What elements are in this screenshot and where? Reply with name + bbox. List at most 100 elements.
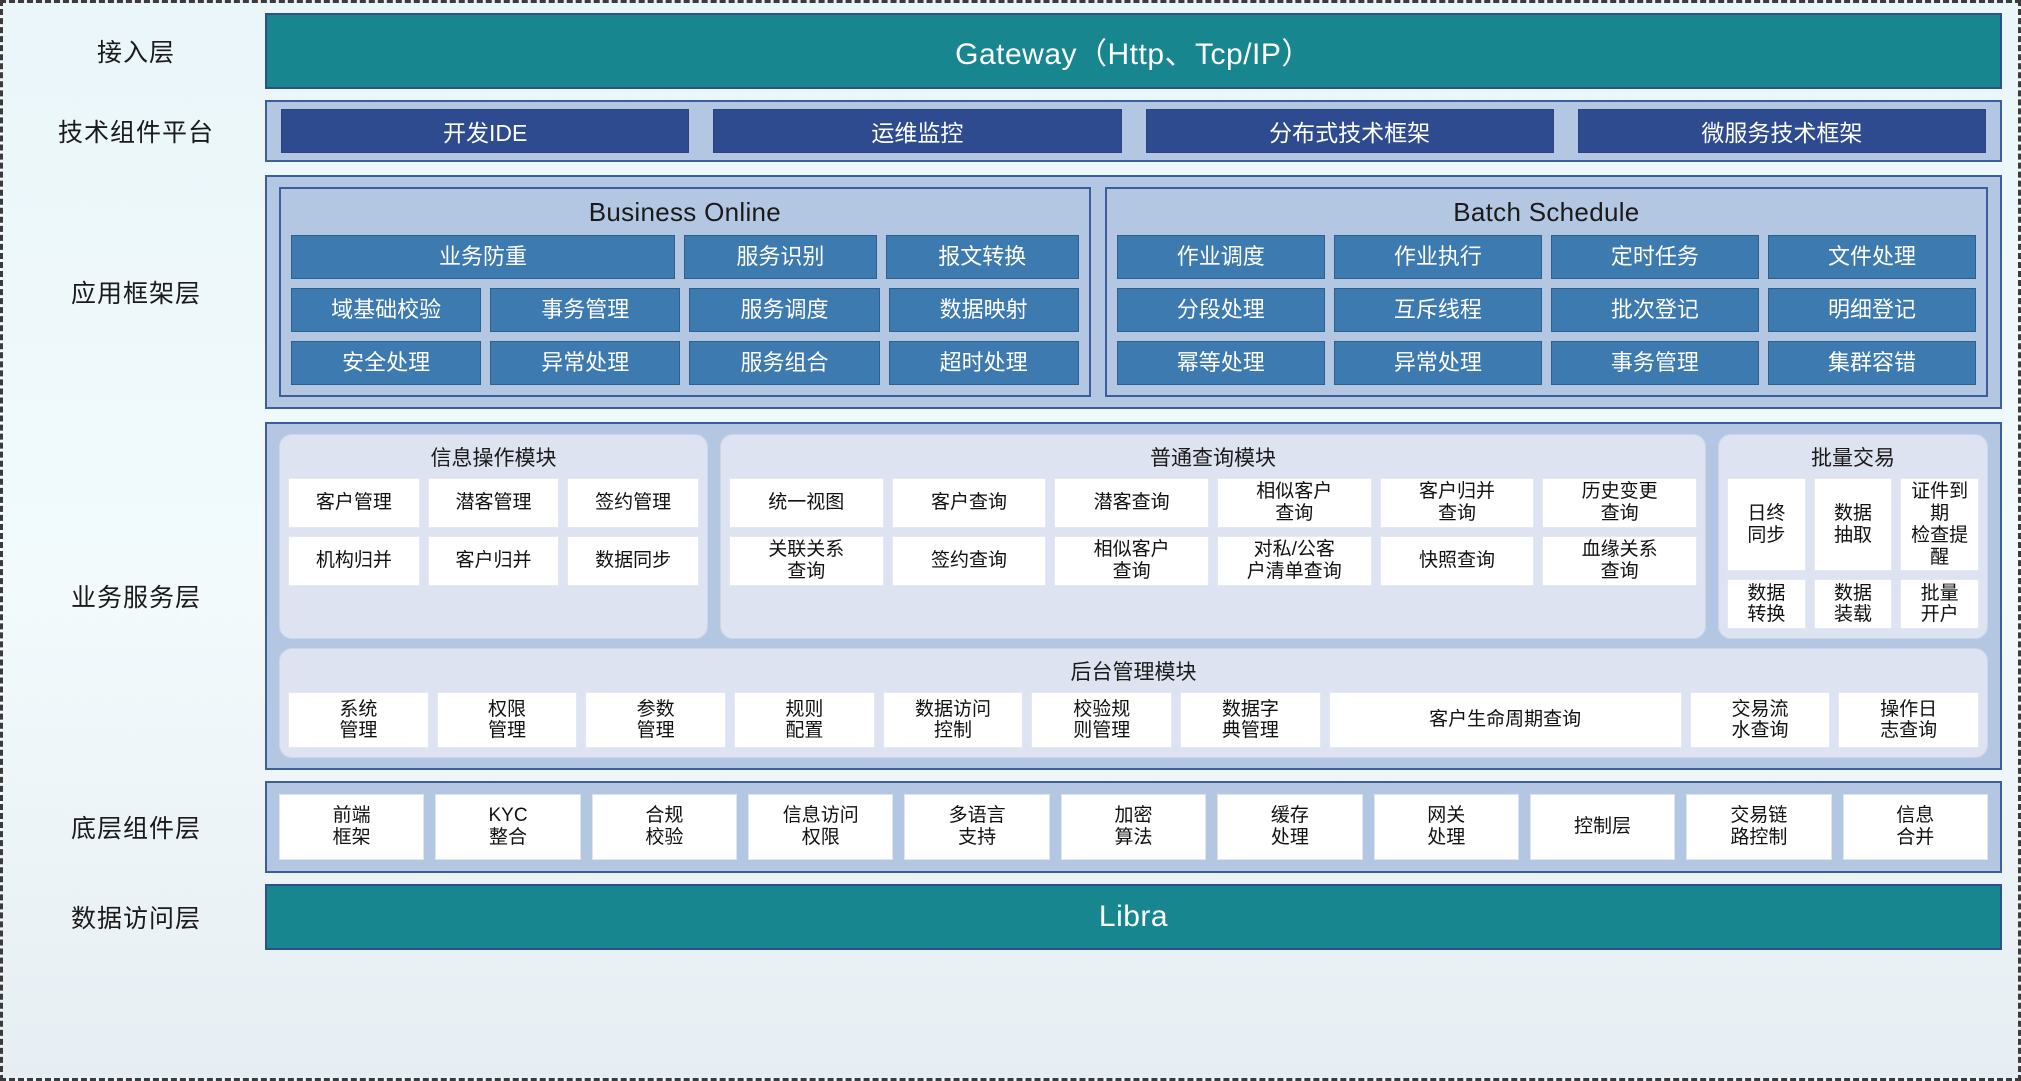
batch-schedule-chip[interactable]: 文件处理 — [1767, 235, 1977, 279]
batch-schedule-chip[interactable]: 作业执行 — [1333, 235, 1542, 279]
app-framework-shell: Business Online 业务防重服务识别报文转换域基础校验事务管理服务调… — [265, 175, 2002, 409]
backend-admin-row: 系统管理权限管理参数管理规则配置数据访问控制校验规则管理数据字典管理客户生命周期… — [288, 692, 1979, 749]
common-query-cell[interactable]: 相似客户查询 — [1054, 536, 1209, 586]
group-title-business-online: Business Online — [588, 197, 782, 227]
business-online-chip[interactable]: 域基础校验 — [291, 288, 482, 332]
backend-admin-cell[interactable]: 校验规则管理 — [1031, 692, 1173, 749]
layer-label-component: 底层组件层 — [70, 815, 201, 844]
batch-schedule-chip[interactable]: 互斥线程 — [1333, 288, 1542, 332]
module-title-batch-transaction: 批量交易 — [1810, 447, 1895, 470]
common-query-cell[interactable]: 历史变更查询 — [1542, 478, 1697, 528]
gateway-banner: Gateway（Http、Tcp/IP） — [265, 13, 2002, 89]
common-query-cell[interactable]: 签约查询 — [891, 536, 1047, 586]
backend-admin-cell[interactable]: 交易流水查询 — [1689, 692, 1831, 749]
module-common-query: 普通查询模块 统一视图客户查询潜客查询相似客户查询客户归并查询历史变更查询关联关… — [719, 434, 1706, 640]
common-query-cell[interactable]: 血缘关系查询 — [1542, 536, 1697, 586]
business-online-chip[interactable]: 业务防重 — [291, 235, 675, 279]
business-online-chip[interactable]: 服务组合 — [689, 341, 880, 385]
backend-admin-cell[interactable]: 系统管理 — [288, 692, 429, 749]
backend-admin-cell[interactable]: 规则配置 — [734, 692, 875, 749]
batch-schedule-chip[interactable]: 事务管理 — [1550, 341, 1759, 385]
layer-label-business-service: 业务服务层 — [70, 584, 201, 613]
backend-admin-cell[interactable]: 数据字典管理 — [1180, 692, 1321, 749]
common-query-cell[interactable]: 客户查询 — [891, 478, 1047, 528]
info-operation-cell[interactable]: 潜客管理 — [427, 478, 560, 528]
batch-transaction-cell[interactable]: 数据抽取 — [1813, 478, 1893, 572]
common-query-cell[interactable]: 关联关系查询 — [728, 536, 884, 586]
backend-admin-cell[interactable]: 客户生命周期查询 — [1328, 692, 1682, 749]
component-layer-cell[interactable]: 交易链路控制 — [1686, 794, 1832, 861]
module-title-common-query: 普通查询模块 — [1149, 447, 1276, 470]
business-online-chip[interactable]: 事务管理 — [490, 288, 681, 332]
row-access-layer: 接入层 Gateway（Http、Tcp/IP） — [17, 13, 2002, 89]
info-operation-row: 机构归并客户归并数据同步 — [288, 536, 699, 586]
batch-transaction-cell[interactable]: 证件到期检查提醒 — [1900, 478, 1979, 572]
module-batch-transaction: 批量交易 日终同步数据抽取证件到期检查提醒数据转换数据装载批量开户 — [1717, 434, 1988, 640]
batch-schedule-chip[interactable]: 作业调度 — [1116, 235, 1325, 279]
tech-platform-shell: 开发IDE 运维监控分布式技术框架微服务技术框架 — [265, 100, 2002, 162]
admin-module-row: 后台管理模块 系统管理权限管理参数管理规则配置数据访问控制校验规则管理数据字典管… — [279, 648, 1988, 759]
backend-admin-cell[interactable]: 权限管理 — [436, 692, 578, 749]
batch-schedule-row: 分段处理互斥线程批次登记明细登记 — [1116, 288, 1977, 332]
row-tech-platform: 技术组件平台 开发IDE 运维监控分布式技术框架微服务技术框架 — [17, 100, 2002, 162]
batch-schedule-chip[interactable]: 明细登记 — [1767, 288, 1977, 332]
tech-platform-chip[interactable]: 分布式技术框架 — [1145, 109, 1554, 153]
common-query-cell[interactable]: 客户归并查询 — [1379, 478, 1535, 528]
component-layer-cell[interactable]: 缓存处理 — [1217, 794, 1363, 861]
component-layer-cell[interactable]: 加密算法 — [1060, 794, 1207, 861]
module-title-info-operation: 信息操作模块 — [430, 447, 557, 470]
component-layer-cell[interactable]: 合规校验 — [591, 794, 738, 861]
backend-admin-cell[interactable]: 数据访问控制 — [882, 692, 1024, 749]
business-online-chip[interactable]: 异常处理 — [490, 341, 681, 385]
backend-admin-cell[interactable]: 参数管理 — [585, 692, 727, 749]
business-online-chip[interactable]: 报文转换 — [885, 235, 1079, 279]
tech-platform-chip[interactable]: 开发IDE — [281, 109, 690, 153]
batch-transaction-cell[interactable]: 数据装载 — [1813, 579, 1893, 630]
info-operation-cell[interactable]: 数据同步 — [567, 536, 699, 586]
libra-banner: Libra — [265, 884, 2002, 951]
service-modules-row: 信息操作模块 客户管理潜客管理签约管理机构归并客户归并数据同步 普通查询模块 统… — [279, 434, 1988, 640]
batch-schedule-row: 幂等处理异常处理事务管理集群容错 — [1116, 341, 1977, 385]
group-title-batch-schedule: Batch Schedule — [1453, 197, 1640, 227]
component-layer-cell[interactable]: 前端框架 — [279, 794, 425, 861]
component-layer-cell[interactable]: 多语言支持 — [904, 794, 1050, 861]
common-query-cell[interactable]: 快照查询 — [1379, 536, 1535, 586]
tech-platform-chip[interactable]: 微服务技术框架 — [1577, 109, 1986, 153]
backend-admin-cell[interactable]: 操作日志查询 — [1838, 692, 1979, 749]
batch-schedule-chip[interactable]: 定时任务 — [1550, 235, 1759, 279]
business-online-row: 安全处理异常处理服务组合超时处理 — [291, 341, 1079, 385]
info-operation-cell[interactable]: 机构归并 — [288, 536, 420, 586]
info-operation-cell[interactable]: 客户归并 — [427, 536, 560, 586]
batch-transaction-cell[interactable]: 日终同步 — [1726, 478, 1806, 572]
business-online-chip[interactable]: 服务调度 — [689, 288, 880, 332]
layer-label-tech-platform: 技术组件平台 — [57, 119, 214, 147]
info-operation-cell[interactable]: 客户管理 — [288, 478, 420, 528]
batch-schedule-chip[interactable]: 分段处理 — [1116, 288, 1325, 332]
business-online-chip[interactable]: 超时处理 — [888, 341, 1079, 385]
common-query-row: 关联关系查询签约查询相似客户查询对私/公客户清单查询快照查询血缘关系查询 — [728, 536, 1697, 586]
component-layer-cell[interactable]: 控制层 — [1529, 794, 1676, 861]
common-query-cell[interactable]: 统一视图 — [728, 478, 884, 528]
row-app-framework: 应用框架层 Business Online 业务防重服务识别报文转换域基础校验事… — [17, 175, 2002, 409]
batch-schedule-chip[interactable]: 幂等处理 — [1116, 341, 1325, 385]
business-online-chip[interactable]: 数据映射 — [888, 288, 1079, 332]
common-query-cell[interactable]: 潜客查询 — [1054, 478, 1209, 528]
batch-schedule-chip[interactable]: 异常处理 — [1333, 341, 1542, 385]
business-online-chip[interactable]: 安全处理 — [291, 341, 482, 385]
module-title-backend-admin: 后台管理模块 — [1070, 661, 1197, 685]
batch-transaction-cell[interactable]: 批量开户 — [1900, 579, 1979, 630]
common-query-cell[interactable]: 对私/公客户清单查询 — [1216, 536, 1372, 586]
common-query-cell[interactable]: 相似客户查询 — [1216, 478, 1372, 528]
tech-platform-chip[interactable]: 运维监控 — [713, 109, 1122, 153]
component-layer-cell[interactable]: 信息合并 — [1842, 794, 1988, 861]
info-operation-cell[interactable]: 签约管理 — [567, 478, 699, 528]
business-online-chip[interactable]: 服务识别 — [683, 235, 877, 279]
batch-transaction-cell[interactable]: 数据转换 — [1726, 579, 1806, 630]
batch-schedule-chip[interactable]: 集群容错 — [1767, 341, 1977, 385]
component-layer-cell[interactable]: 网关处理 — [1373, 794, 1519, 861]
batch-schedule-chip[interactable]: 批次登记 — [1550, 288, 1759, 332]
component-layer-cell[interactable]: 信息访问权限 — [748, 794, 894, 861]
